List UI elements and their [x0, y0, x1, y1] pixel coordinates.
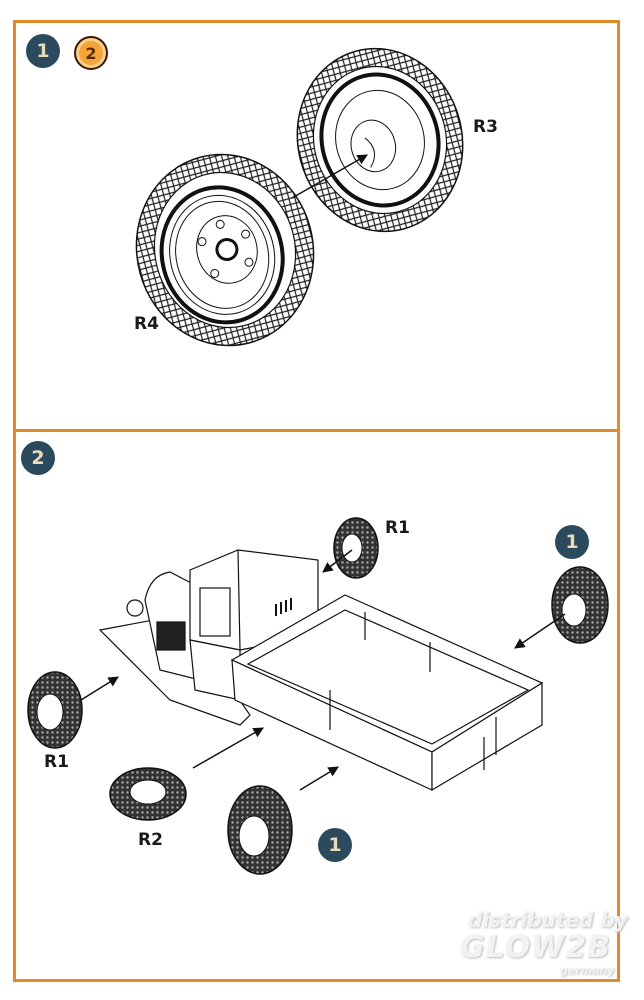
wheel-right: [551, 566, 609, 644]
wheel-r4: [135, 153, 315, 347]
watermark-logo: GLOW2B: [460, 930, 612, 965]
step-1-reference-badge-bottom: 1: [318, 828, 352, 862]
wheel-r1-top: [333, 517, 379, 579]
part-label-r4: R4: [134, 314, 159, 334]
step-1-badge: 1: [26, 34, 60, 68]
wheel-r3: [296, 47, 464, 233]
watermark-germany: germany: [560, 964, 615, 977]
wheel-r2-spare: [109, 767, 187, 821]
part-label-r2: R2: [138, 830, 163, 850]
part-label-r1-left: R1: [44, 752, 69, 772]
step-1-reference-badge-right: 1: [555, 525, 589, 559]
step-2-badge: 2: [21, 441, 55, 475]
truck-body: [98, 549, 544, 792]
step-2-reference-badge: 2: [74, 36, 108, 70]
wheel-bottom: [227, 785, 293, 875]
assembly-arrow: [291, 154, 368, 199]
part-label-r3: R3: [473, 117, 498, 137]
watermark-distributed-by: distributed by: [468, 908, 628, 932]
step-2-panel: [13, 429, 620, 982]
wheel-r1-left: [27, 671, 83, 749]
part-label-r1-top: R1: [385, 518, 410, 538]
